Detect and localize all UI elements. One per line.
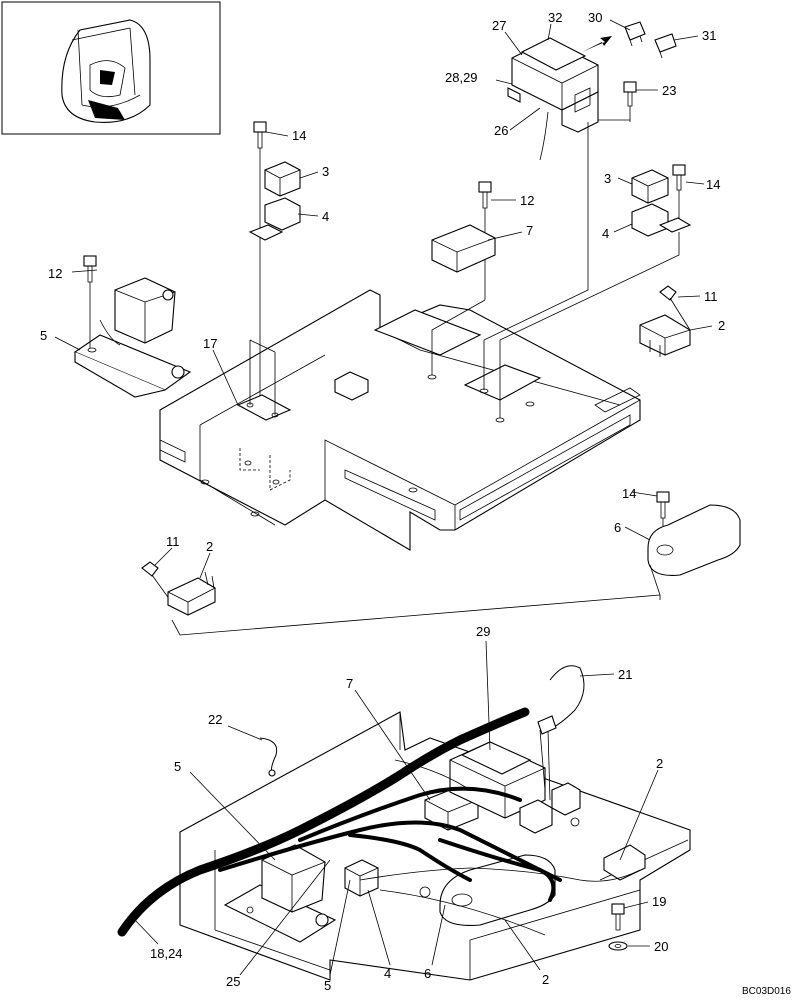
leader-lines-bottom <box>134 640 659 976</box>
callout-5a: 5 <box>40 328 47 343</box>
part-7-control-module <box>431 224 496 375</box>
part-3-relay-cap-right <box>631 169 669 204</box>
assembled-relays-right <box>519 782 581 834</box>
callout-3b: 3 <box>604 171 611 186</box>
bolt-12-left-icon <box>83 255 97 348</box>
drawing-code: BC03D016 <box>742 986 791 997</box>
callout-2b: 2 <box>206 539 213 554</box>
bolt-19-icon <box>611 903 625 931</box>
callout-4a: 4 <box>322 209 329 224</box>
clamp-22-icon <box>259 737 278 777</box>
callout-labels: 14 3 4 27 32 30 31 28,29 23 26 12 7 3 14… <box>40 10 725 993</box>
part-3-relay-cap <box>264 161 301 197</box>
callout-11a: 11 <box>704 289 718 304</box>
callout-2a: 2 <box>718 318 725 333</box>
fuse-30-icon <box>624 21 646 47</box>
callout-2c: 2 <box>656 756 663 771</box>
bolt-11-right-icon <box>659 285 691 331</box>
wire-harness <box>117 707 641 937</box>
callout-6a: 6 <box>614 520 621 535</box>
callout-19: 19 <box>652 894 666 909</box>
callout-12b: 12 <box>48 266 62 281</box>
fuse-31-icon <box>654 33 677 59</box>
callout-14b: 14 <box>706 177 720 192</box>
assembled-cover-6 <box>419 854 556 927</box>
callout-11b: 11 <box>166 534 180 549</box>
part-4-relay-socket <box>248 197 301 241</box>
callout-14a: 14 <box>292 128 306 143</box>
cable-tie-21-icon <box>537 665 585 735</box>
bolt-14-top-icon <box>253 121 267 405</box>
callout-2d: 2 <box>542 972 549 987</box>
callout-28-29: 28,29 <box>445 70 478 85</box>
excavator-cab-icon <box>61 19 151 123</box>
callout-20: 20 <box>654 939 668 954</box>
callout-12a: 12 <box>520 193 534 208</box>
part-27-fuse-box <box>483 36 612 390</box>
callout-22: 22 <box>208 712 222 727</box>
callout-31: 31 <box>702 28 716 43</box>
assembled-relay-4 <box>344 859 379 897</box>
callout-4c: 4 <box>384 966 391 981</box>
callout-26: 26 <box>494 123 508 138</box>
callout-21: 21 <box>618 667 632 682</box>
callout-32: 32 <box>548 10 562 25</box>
assembled-diode-2 <box>603 844 646 881</box>
callout-30: 30 <box>588 10 602 25</box>
part-4-relay-socket-right <box>499 203 692 418</box>
part-5-relay-bracket <box>73 277 192 398</box>
callout-5c: 5 <box>324 978 331 993</box>
callout-4b: 4 <box>602 226 609 241</box>
bolt-11-left-icon <box>141 561 171 601</box>
washer-20-icon <box>608 941 628 951</box>
callout-27: 27 <box>492 18 506 33</box>
part-6-cover <box>647 504 741 600</box>
callout-7a: 7 <box>526 223 533 238</box>
callout-7b: 7 <box>346 676 353 691</box>
mounting-holes <box>200 374 535 517</box>
bolt-14-right-icon <box>672 164 686 225</box>
bolt-23-icon <box>598 81 637 122</box>
callout-6b: 6 <box>424 966 431 981</box>
callout-18-24: 18,24 <box>150 946 183 961</box>
machine-inset <box>1 1 221 135</box>
leader-lines-top <box>54 19 713 579</box>
callout-17: 17 <box>203 336 217 351</box>
callout-3a: 3 <box>322 164 329 179</box>
part-2-diode-left <box>167 571 661 636</box>
mounting-plate <box>159 289 641 551</box>
callout-14c: 14 <box>622 486 636 501</box>
callout-5b: 5 <box>174 759 181 774</box>
part-17-plate <box>236 339 292 421</box>
callout-25: 25 <box>226 974 240 989</box>
callout-29: 29 <box>476 624 490 639</box>
callout-23: 23 <box>662 83 676 98</box>
part-2-diode-right <box>639 314 691 357</box>
